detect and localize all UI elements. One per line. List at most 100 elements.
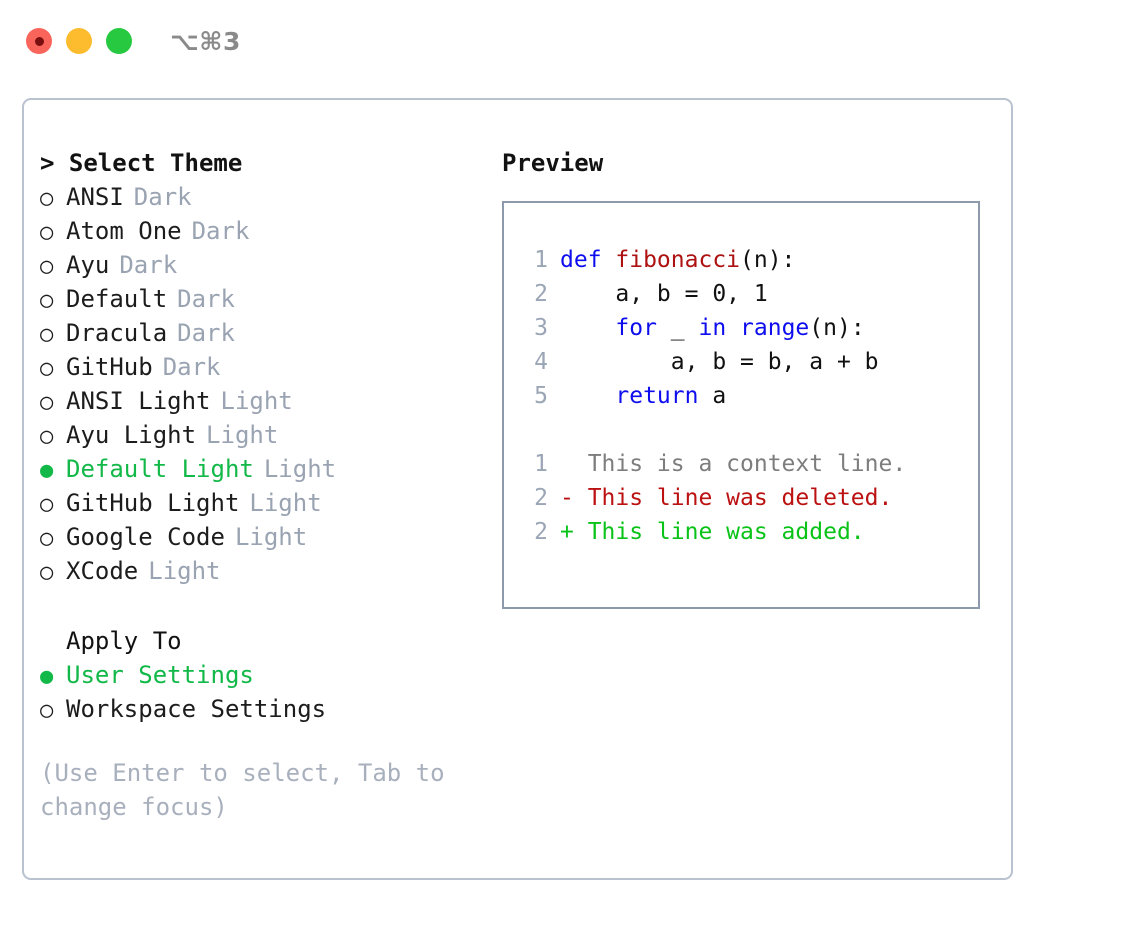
theme-mode-tag: Dark	[177, 285, 235, 313]
theme-option-label: GitHub Light	[66, 489, 240, 517]
line-number: 1	[534, 247, 548, 273]
traffic-light-buttons	[26, 28, 132, 54]
radio-unselected-icon: ○	[40, 322, 54, 347]
theme-mode-tag: Light	[148, 557, 221, 585]
code-token	[560, 383, 615, 409]
theme-option-github[interactable]: ○ GitHub Dark	[40, 350, 492, 384]
radio-unselected-icon: ○	[40, 356, 54, 381]
code-token: return	[615, 383, 699, 409]
theme-option-xcode[interactable]: ○ XCode Light	[40, 554, 492, 588]
theme-option-label: Google Code	[66, 523, 225, 551]
theme-option-github-light[interactable]: ○ GitHub Light Light	[40, 486, 492, 520]
theme-option-dracula[interactable]: ○ Dracula Dark	[40, 316, 492, 350]
theme-mode-tag: Dark	[133, 183, 192, 211]
apply-to-option-label: Workspace Settings	[66, 695, 327, 723]
theme-option-label: Ayu Light	[66, 421, 197, 449]
theme-mode-tag: Light	[206, 421, 279, 449]
code-token	[726, 315, 740, 341]
apply-to-option-user-settings[interactable]: ● User Settings	[40, 658, 492, 692]
code-token: a	[698, 383, 727, 409]
theme-option-google-code[interactable]: ○ Google Code Light	[40, 520, 492, 554]
apply-to-option-list[interactable]: ● User Settings ○ Workspace Settings	[40, 658, 492, 726]
theme-mode-tag: Light	[249, 489, 322, 517]
radio-unselected-icon: ○	[40, 526, 54, 551]
line-number: 2	[534, 485, 548, 511]
radio-unselected-icon: ○	[40, 492, 54, 517]
code-line: 5 return a	[522, 379, 978, 413]
code-line: 1 def fibonacci(n):	[522, 243, 978, 277]
code-token: _	[656, 315, 699, 341]
radio-unselected-icon: ○	[40, 698, 54, 723]
select-theme-heading: > Select Theme	[40, 146, 492, 180]
theme-option-default-light[interactable]: ● Default Light Light	[40, 452, 492, 486]
line-number: 2	[534, 519, 548, 545]
code-line: 2 a, b = 0, 1	[522, 277, 978, 311]
code-token: a, b = 0, 1	[560, 281, 768, 307]
theme-option-default[interactable]: ○ Default Dark	[40, 282, 492, 316]
theme-option-label: Dracula	[66, 319, 168, 347]
diff-sample: 1 This is a context line. 2 - This line wa…	[522, 447, 978, 549]
theme-mode-tag: Dark	[177, 319, 235, 347]
line-number: 2	[534, 281, 548, 307]
theme-option-ansi-light[interactable]: ○ ANSI Light Light	[40, 384, 492, 418]
code-line: 3 for _ in range(n):	[522, 311, 978, 345]
apply-to-option-label: User Settings	[66, 661, 254, 689]
code-token	[560, 315, 615, 341]
code-token: in	[698, 315, 727, 341]
line-number: 1	[534, 451, 548, 477]
radio-unselected-icon: ○	[40, 254, 54, 279]
theme-option-ayu[interactable]: ○ Ayu Dark	[40, 248, 492, 282]
theme-option-label: Ayu	[66, 251, 110, 279]
radio-unselected-icon: ○	[40, 390, 54, 415]
theme-mode-tag: Dark	[191, 217, 250, 245]
radio-unselected-icon: ○	[40, 424, 54, 449]
theme-mode-tag: Light	[263, 455, 337, 483]
theme-mode-tag: Light	[220, 387, 293, 415]
theme-mode-tag: Dark	[162, 353, 221, 381]
title-bar: ⌥⌘3	[0, 0, 1140, 82]
apply-to-option-workspace-settings[interactable]: ○ Workspace Settings	[40, 692, 492, 726]
theme-option-ansi[interactable]: ○ ANSI Dark	[40, 180, 492, 214]
line-number: 3	[534, 315, 548, 341]
code-line: 4 a, b = b, a + b	[522, 345, 978, 379]
radio-unselected-icon: ○	[40, 186, 54, 211]
code-token: for	[615, 315, 657, 341]
diff-line-text: This is a context line.	[560, 451, 907, 477]
diff-line-text: - This line was deleted.	[560, 485, 893, 511]
theme-option-label: Default Light	[66, 455, 254, 483]
code-token: def	[560, 247, 616, 273]
theme-option-label: ANSI Light	[66, 387, 211, 415]
maximize-window-icon[interactable]	[106, 28, 132, 54]
code-token: fibonacci	[615, 247, 741, 273]
diff-line-text: + This line was added.	[560, 519, 865, 545]
radio-unselected-icon: ○	[40, 288, 54, 313]
select-theme-text: Select Theme	[68, 149, 243, 177]
close-window-icon[interactable]	[26, 28, 52, 54]
radio-selected-icon: ●	[40, 458, 54, 483]
theme-option-label: XCode	[66, 557, 139, 585]
theme-mode-tag: Dark	[119, 251, 178, 279]
radio-unselected-icon: ○	[40, 220, 54, 245]
theme-option-label: Default	[66, 285, 168, 313]
theme-mode-tag: Light	[234, 523, 308, 551]
apply-to-heading: Apply To	[66, 627, 182, 655]
theme-option-label: Atom One	[66, 217, 182, 245]
code-token: (n):	[740, 247, 796, 273]
code-token: (n):	[809, 315, 865, 341]
theme-option-label: GitHub	[66, 353, 153, 381]
theme-option-ayu-light[interactable]: ○ Ayu Light Light	[40, 418, 492, 452]
keyboard-shortcut-label: ⌥⌘3	[170, 26, 241, 56]
caret-icon: >	[40, 149, 55, 177]
radio-selected-icon: ●	[40, 664, 54, 689]
radio-unselected-icon: ○	[40, 560, 54, 585]
minimize-window-icon[interactable]	[66, 28, 92, 54]
theme-option-atom-one[interactable]: ○ Atom One Dark	[40, 214, 492, 248]
select-theme-heading-label	[54, 149, 68, 177]
theme-option-label: ANSI	[66, 183, 124, 211]
